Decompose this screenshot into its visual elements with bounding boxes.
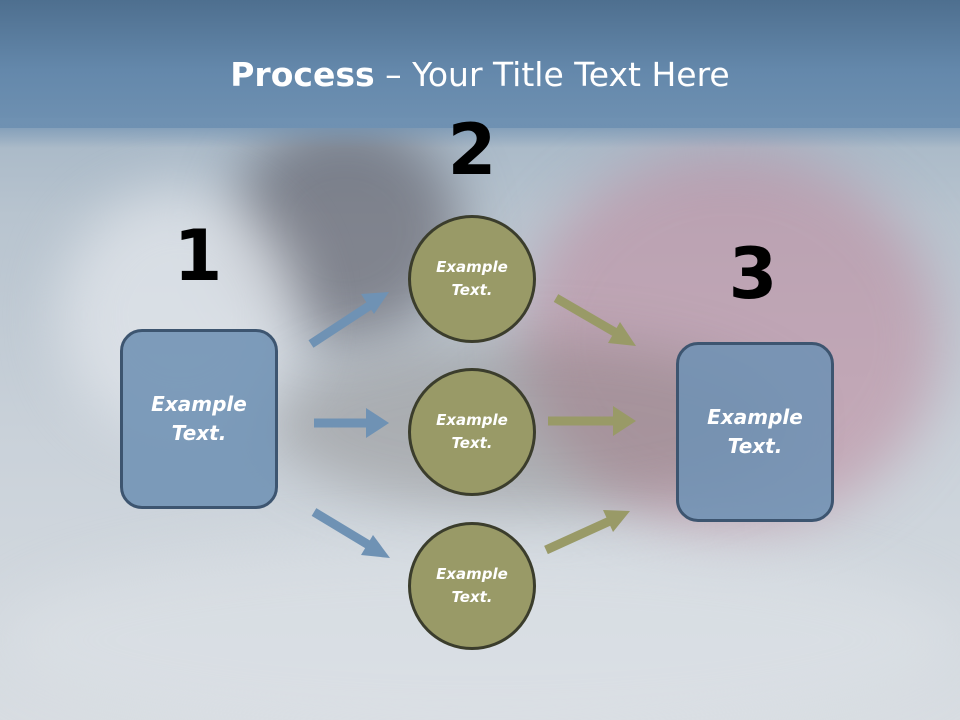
title-bar — [0, 0, 960, 128]
arrow-1-to-2-bottom[interactable] — [311, 508, 390, 558]
step-2-circle-bottom[interactable]: Example Text. — [408, 522, 536, 650]
step-2-circle-bottom-text: Example Text. — [436, 565, 508, 606]
arrow-2-to-3-middle[interactable] — [548, 406, 636, 436]
step-2-circle-middle-text: Example Text. — [436, 411, 508, 452]
step-2-circle-middle[interactable]: Example Text. — [408, 368, 536, 496]
slide-title[interactable]: Process – Your Title Text Here — [0, 52, 960, 98]
arrow-2-to-3-top[interactable] — [553, 294, 636, 346]
step-number-2[interactable]: 2 — [447, 109, 497, 191]
slide-title-rest: – Your Title Text Here — [374, 55, 730, 94]
slide-title-strong: Process — [230, 55, 375, 94]
title-bar-fade — [0, 118, 960, 148]
arrow-2-to-3-bottom[interactable] — [544, 510, 630, 555]
arrow-1-to-2-top[interactable] — [308, 292, 389, 348]
step-number-3[interactable]: 3 — [728, 233, 778, 315]
step-1-box[interactable]: Example Text. — [120, 329, 278, 509]
step-3-text: Example Text. — [707, 405, 803, 458]
step-3-box[interactable]: Example Text. — [676, 342, 834, 522]
step-2-circle-top[interactable]: Example Text. — [408, 215, 536, 343]
step-number-1[interactable]: 1 — [173, 215, 223, 297]
step-1-text: Example Text. — [151, 392, 247, 445]
step-2-circle-top-text: Example Text. — [436, 258, 508, 299]
arrow-1-to-2-middle[interactable] — [314, 408, 389, 438]
